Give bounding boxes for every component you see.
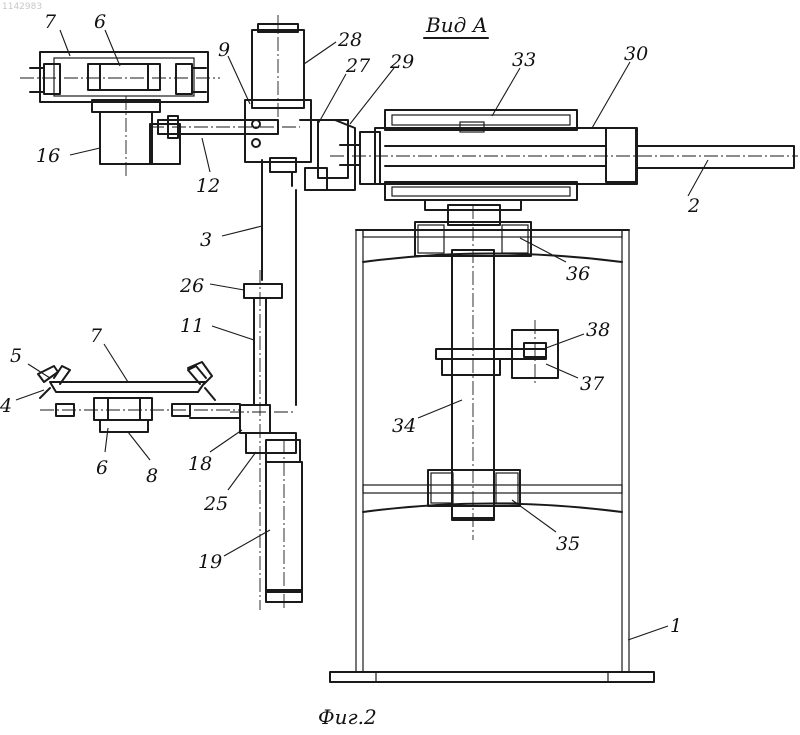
- lower-hub-18: [230, 405, 302, 610]
- column-3: [244, 15, 311, 610]
- label-19: 19: [198, 551, 222, 573]
- label-18: 18: [188, 453, 212, 475]
- label-9: 9: [218, 39, 230, 61]
- label-6-lower: 6: [96, 457, 108, 479]
- label-25: 25: [203, 493, 228, 515]
- label-16: 16: [36, 145, 60, 167]
- part-labels: 7 6 9 28 27 29 33 30 2 16 12 3 26 11 7 5…: [0, 11, 700, 637]
- label-3: 3: [200, 229, 212, 251]
- watermark-text: 1142983: [2, 2, 42, 12]
- label-37: 37: [580, 373, 605, 395]
- figure-caption: Фиг.2: [318, 705, 377, 729]
- label-7-top: 7: [44, 11, 57, 33]
- label-5: 5: [10, 345, 22, 367]
- label-38: 38: [586, 319, 610, 341]
- label-1: 1: [670, 615, 682, 637]
- label-30: 30: [624, 43, 648, 65]
- label-4: 4: [0, 395, 12, 417]
- label-6-top: 6: [94, 11, 106, 33]
- label-34: 34: [392, 415, 416, 437]
- label-33: 33: [512, 49, 536, 71]
- label-11: 11: [180, 315, 204, 337]
- label-36: 35: [556, 533, 580, 555]
- lower-gripper: [38, 362, 240, 432]
- bracket-27-29: [300, 120, 360, 190]
- frame-stand: [330, 230, 654, 682]
- label-2: 2: [687, 195, 700, 217]
- label-7-lower: 7: [90, 325, 103, 347]
- label-29: 29: [389, 51, 414, 73]
- label-27: 27: [345, 55, 371, 77]
- gear-housing-30: [330, 110, 798, 210]
- label-26: 26: [179, 275, 204, 297]
- view-title: Вид А: [425, 13, 488, 37]
- label-12: 12: [196, 175, 220, 197]
- upper-gripper: [20, 52, 300, 178]
- label-8: 8: [146, 465, 158, 487]
- label-35: 36: [566, 263, 590, 285]
- label-28: 28: [337, 29, 362, 51]
